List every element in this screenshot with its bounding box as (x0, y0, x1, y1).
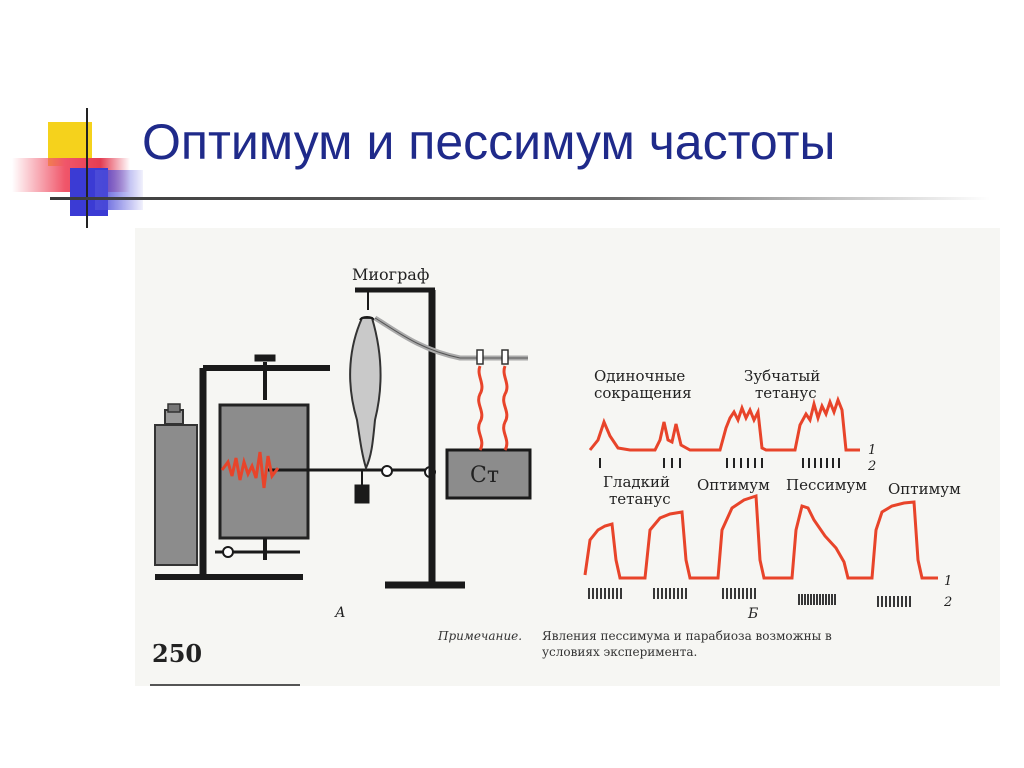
left-cylinder (154, 424, 198, 566)
deco-vertical-line (86, 108, 88, 228)
label-pessimum: Пессимум (786, 476, 867, 494)
label-dentate-line1: Зубчатый (744, 367, 820, 385)
myograph-label: Миограф (352, 265, 429, 284)
label-optimum-1: Оптимум (697, 476, 770, 494)
label-single-line1: Одиночные (594, 367, 685, 385)
label-dentate-line2: тетанус (755, 384, 817, 402)
panel-b-label: Б (747, 606, 758, 622)
panel-a-label: А (334, 605, 346, 621)
label-smooth-line2: тетанус (609, 490, 671, 508)
apparatus (154, 287, 532, 589)
trace-top-2-ticks (599, 458, 840, 468)
page-number: 250 (152, 639, 202, 668)
trace-bottom-1-number: 1 (944, 574, 952, 589)
trace-bottom-2-ticks (588, 588, 911, 607)
deco-blue-gradient (95, 170, 143, 210)
trace-bottom-1 (583, 493, 938, 580)
note-line-2: условиях эксперимента. (542, 645, 697, 659)
label-single-line2: сокращения (594, 384, 692, 402)
trace-top-2-number: 2 (867, 459, 876, 474)
slide-title: Оптимум и пессимум частоты (142, 114, 836, 170)
note-line-1: Явления пессимума и парабиоза возможны в (542, 629, 832, 643)
stimulator-wires (477, 365, 509, 451)
drum-record (220, 451, 280, 489)
stimulator-box (445, 448, 532, 500)
muscle (349, 317, 382, 471)
note-prefix: Примечание. (437, 629, 522, 643)
trace-top-1 (588, 395, 860, 452)
label-smooth-line1: Гладкий (603, 473, 670, 491)
stimulator-label: Ст (470, 463, 499, 488)
cylinder-knob (167, 403, 181, 413)
trace-bottom-2-number: 2 (943, 595, 952, 610)
title-underline (50, 197, 990, 200)
trace-top-1-number: 1 (868, 443, 876, 458)
weight (354, 484, 370, 504)
label-optimum-2: Оптимум (888, 480, 961, 498)
